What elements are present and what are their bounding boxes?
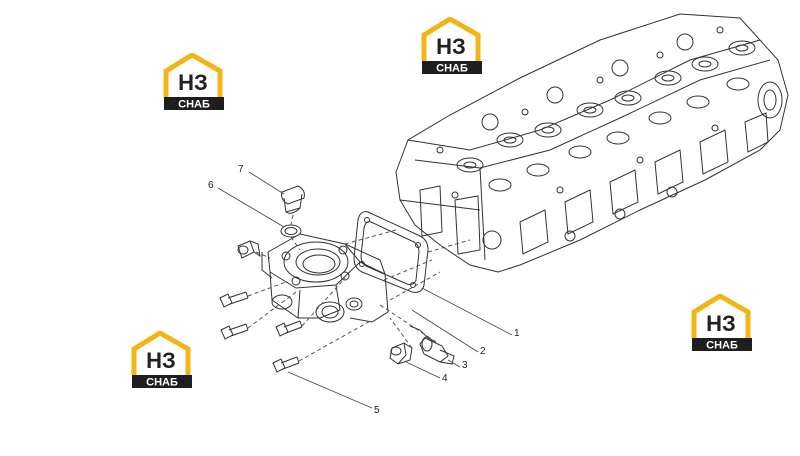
nz-snab-logo-watermark — [690, 294, 754, 352]
nz-snab-logo-watermark — [130, 331, 194, 389]
callout-6: 6 — [208, 180, 214, 191]
side-plug — [237, 240, 261, 259]
nz-snab-logo-watermark — [420, 17, 484, 75]
callout-2: 2 — [480, 346, 486, 357]
callout-5: 5 — [374, 405, 380, 416]
bolt-left-top — [219, 291, 249, 308]
plug-part-7 — [281, 185, 305, 214]
bolt-part-5 — [272, 356, 300, 373]
callout-7: 7 — [238, 164, 244, 175]
bolt-left-bottom — [220, 323, 249, 340]
callout-1: 1 — [514, 328, 520, 339]
callout-3: 3 — [462, 360, 468, 371]
bolt-center — [275, 320, 303, 337]
plug-part-4 — [389, 342, 413, 365]
cylinder-head — [395, 13, 789, 273]
alignment-lines — [247, 214, 471, 362]
gasket-part-1 — [353, 211, 429, 293]
callout-4: 4 — [442, 373, 448, 384]
thermostat-housing-part-2 — [261, 233, 389, 323]
leader-lines — [217, 171, 513, 409]
nz-snab-logo-watermark — [162, 53, 226, 111]
temperature-sensor-part-3 — [409, 325, 455, 365]
